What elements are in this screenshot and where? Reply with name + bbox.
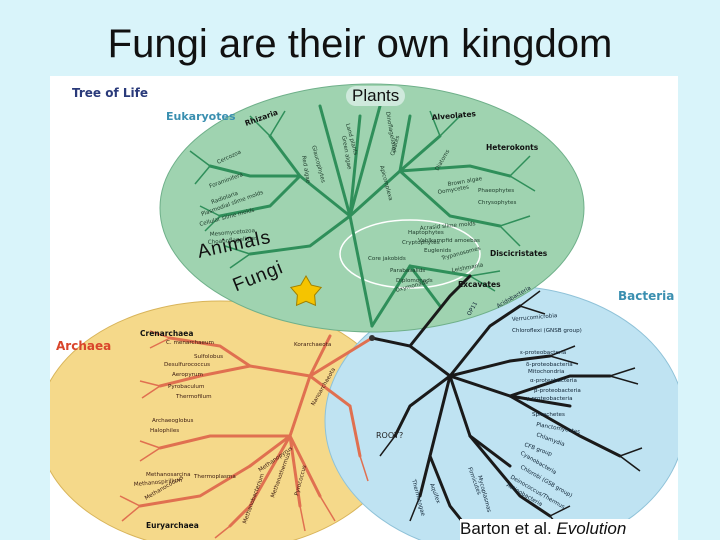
- bacteria-taxon-label: Spirochetes: [532, 412, 565, 418]
- archaea-taxon-label: Korarchaeota: [294, 342, 331, 348]
- archaea-taxon-label: Thermoplasma: [193, 474, 236, 480]
- bacteria-taxon-label: γ-proteobacteria: [526, 396, 573, 402]
- eukaryote-taxon-label: Chrysophytes: [478, 200, 516, 206]
- tree-of-life-heading: Tree of Life: [72, 86, 148, 100]
- archaea-taxon-label: Pyrobaculum: [168, 384, 204, 390]
- bacteria-taxon-label: ε-proteobacteria: [520, 350, 566, 356]
- eukaryotes-label: Eukaryotes: [166, 110, 236, 123]
- bacteria-taxon-label: δ-proteobacteria: [526, 362, 573, 368]
- archaea-taxon-label: Halophiles: [150, 428, 179, 434]
- eukaryote-taxon-label: Phaeophytes: [478, 188, 514, 194]
- eukaryote-group-label: Excavates: [458, 280, 501, 289]
- tree-of-life-figure: Tree of Life Eukaryotes Archaea Bacteria…: [50, 76, 678, 540]
- archaea-taxon-label: Thermofilum: [175, 394, 212, 400]
- archaea-group-label: Crenarchaea: [140, 329, 193, 338]
- tree-of-life-diagram: Tree of Life Eukaryotes Archaea Bacteria…: [50, 76, 678, 540]
- root-label: ROOT?: [376, 431, 403, 440]
- eukaryote-group-label: Heterokonts: [486, 143, 539, 152]
- eukaryote-taxon-label: Vahlkampfid amoebas: [418, 238, 480, 244]
- citation-author: Barton et al.: [460, 519, 556, 538]
- archaea-taxon-label: Aeropyrum: [172, 372, 203, 378]
- slide-title: Fungi are their own kingdom: [0, 22, 720, 67]
- citation: Barton et al. Evolution: [460, 519, 678, 540]
- bacteria-taxon-label: β-proteobacteria: [534, 388, 581, 394]
- plants-label: Plants: [346, 86, 405, 106]
- bacteria-taxon-label: α-proteobacteria: [530, 378, 577, 384]
- eukaryote-taxon-label: Euglenids: [424, 248, 451, 254]
- archaea-group-label: Euryarchaea: [146, 521, 199, 530]
- eukaryote-group-label: Discicristates: [490, 249, 548, 258]
- root-node: [369, 335, 375, 341]
- eukaryote-taxon-label: Parabasalids: [390, 268, 425, 274]
- archaea-taxon-label: Desulfurococcus: [164, 362, 210, 368]
- bacteria-taxon-label: Mitochondria: [528, 369, 564, 375]
- eukaryote-taxon-label: Core jakobids: [368, 256, 406, 262]
- bacteria-label: Bacteria: [618, 289, 674, 303]
- archaea-taxon-label: Archaeoglobus: [152, 418, 194, 424]
- archaea-taxon-label: Methanosarcina: [146, 472, 191, 478]
- archaea-taxon-label: C. menarchaeum: [166, 340, 214, 346]
- bacteria-taxon-label: Chloroflexi (GNSB group): [512, 328, 582, 334]
- archaea-label: Archaea: [56, 339, 111, 353]
- archaea-taxon-label: Sulfolobus: [194, 354, 223, 360]
- citation-work: Evolution: [556, 519, 626, 538]
